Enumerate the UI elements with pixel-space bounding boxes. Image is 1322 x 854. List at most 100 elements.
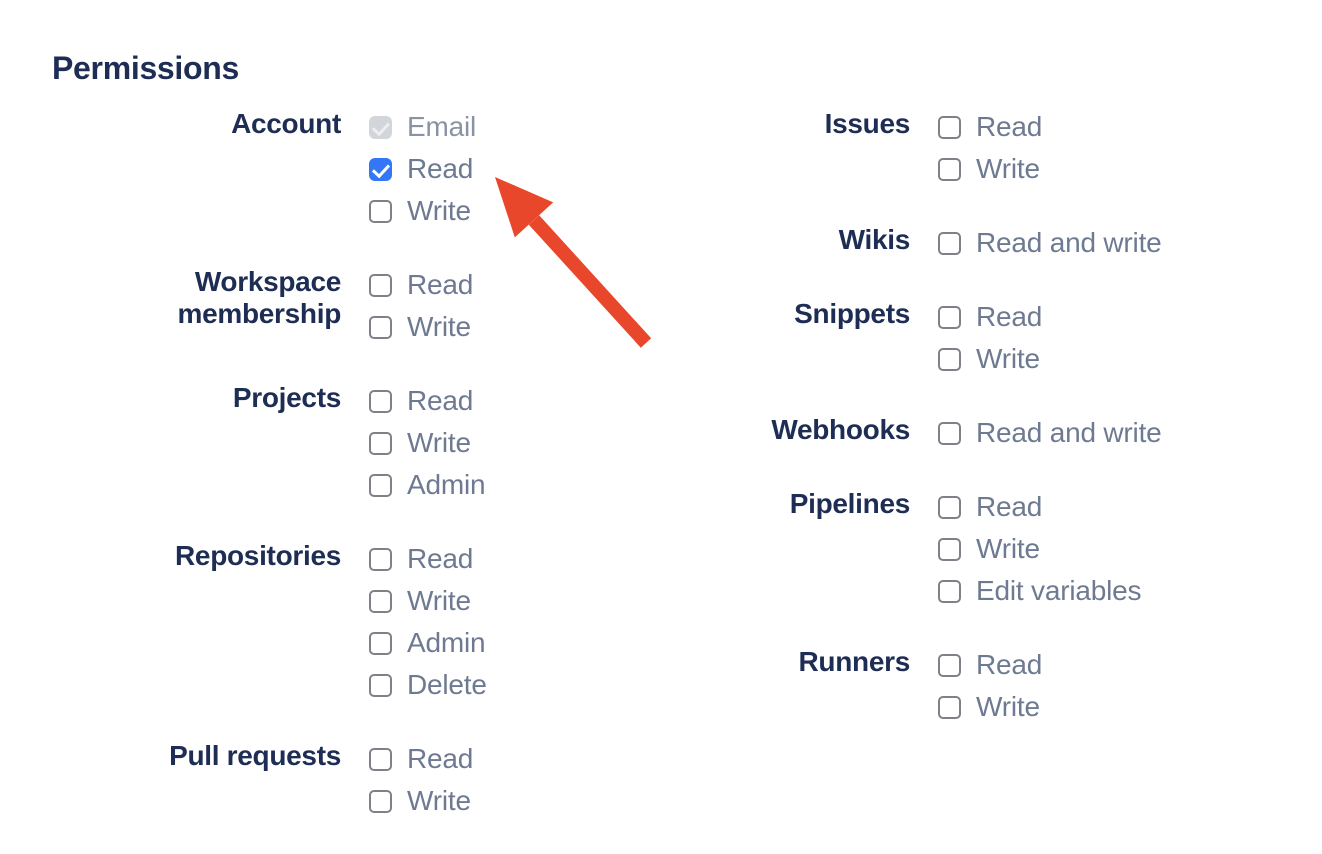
checkbox-label[interactable]: Read — [976, 301, 1043, 332]
checkbox-label[interactable]: Read — [407, 269, 474, 300]
checkbox-label[interactable]: Read — [976, 649, 1043, 680]
option-issues-read: Read — [938, 106, 1042, 148]
checkbox-issues-read[interactable] — [938, 115, 961, 139]
checkbox-label[interactable]: Read — [407, 385, 474, 416]
option-account-email: Email — [369, 106, 476, 148]
group-label-projects: Projects — [232, 382, 341, 413]
checkbox-label[interactable]: Read and write — [976, 227, 1162, 258]
permission-group-pipelines: Pipelines Read Write Edit variables — [710, 486, 1162, 612]
option-projects-read: Read — [369, 380, 485, 422]
group-label-pipelines: Pipelines — [789, 488, 911, 519]
group-label-repositories: Repositories — [175, 540, 341, 571]
option-pull-requests-read: Read — [369, 738, 473, 780]
checkbox-label[interactable]: Read — [976, 491, 1043, 522]
checkbox-label[interactable]: Write — [976, 691, 1040, 722]
checkbox-projects-admin[interactable] — [369, 473, 392, 497]
checkbox-snippets-read[interactable] — [938, 305, 961, 329]
option-pipelines-edit-variables: Edit variables — [938, 570, 1141, 612]
option-issues-write: Write — [938, 148, 1042, 190]
checkbox-workspace-read[interactable] — [369, 273, 392, 297]
permission-group-workspace-membership: Workspace membership Read Write — [52, 264, 710, 348]
checkbox-label[interactable]: Admin — [407, 627, 486, 658]
checkbox-label[interactable]: Write — [976, 153, 1040, 184]
permission-group-repositories: Repositories Read Write Admin — [52, 538, 710, 706]
checkbox-label[interactable]: Write — [407, 311, 471, 342]
permission-group-runners: Runners Read Write — [710, 644, 1162, 728]
checkbox-label[interactable]: Read — [407, 543, 474, 574]
option-projects-write: Write — [369, 422, 485, 464]
option-pull-requests-write: Write — [369, 780, 473, 822]
checkbox-account-write[interactable] — [369, 199, 392, 223]
checkbox-issues-write[interactable] — [938, 157, 961, 181]
checkbox-label: Email — [407, 111, 477, 142]
option-pipelines-read: Read — [938, 486, 1141, 528]
checkbox-pull-requests-write[interactable] — [369, 789, 392, 813]
checkbox-label[interactable]: Edit variables — [976, 575, 1142, 606]
checkbox-pipelines-read[interactable] — [938, 495, 961, 519]
checkbox-projects-write[interactable] — [369, 431, 392, 455]
checkbox-account-email — [369, 115, 392, 139]
permissions-column-right: Issues Read Write Wikis — [710, 106, 1162, 854]
permission-group-projects: Projects Read Write Admin — [52, 380, 710, 506]
permission-group-issues: Issues Read Write — [710, 106, 1162, 190]
permission-group-snippets: Snippets Read Write — [710, 296, 1162, 380]
checkbox-repositories-admin[interactable] — [369, 631, 392, 655]
option-snippets-read: Read — [938, 296, 1042, 338]
option-snippets-write: Write — [938, 338, 1042, 380]
permissions-form: Account Email Read Write — [52, 106, 1322, 854]
checkbox-pipelines-edit-variables[interactable] — [938, 579, 961, 603]
checkbox-label[interactable]: Admin — [407, 469, 486, 500]
option-workspace-read: Read — [369, 264, 473, 306]
checkbox-label[interactable]: Write — [407, 785, 471, 816]
group-label-account: Account — [231, 108, 341, 139]
permissions-column-left: Account Email Read Write — [52, 106, 710, 854]
checkbox-workspace-write[interactable] — [369, 315, 392, 339]
option-repositories-delete: Delete — [369, 664, 487, 706]
group-label-issues: Issues — [824, 108, 911, 139]
permission-group-webhooks: Webhooks Read and write — [710, 412, 1162, 454]
option-pipelines-write: Write — [938, 528, 1141, 570]
checkbox-label[interactable]: Read — [407, 153, 474, 184]
checkbox-repositories-read[interactable] — [369, 547, 392, 571]
permission-group-wikis: Wikis Read and write — [710, 222, 1162, 264]
option-runners-read: Read — [938, 644, 1042, 686]
option-wikis-read-and-write: Read and write — [938, 222, 1162, 264]
option-webhooks-read-and-write: Read and write — [938, 412, 1162, 454]
option-runners-write: Write — [938, 686, 1042, 728]
group-label-workspace-membership: Workspace membership — [177, 266, 342, 329]
option-account-write: Write — [369, 190, 476, 232]
checkbox-runners-write[interactable] — [938, 695, 961, 719]
checkbox-label[interactable]: Read — [976, 111, 1043, 142]
checkbox-repositories-delete[interactable] — [369, 673, 392, 697]
option-repositories-write: Write — [369, 580, 487, 622]
group-label-pull-requests: Pull requests — [169, 740, 341, 771]
checkbox-projects-read[interactable] — [369, 389, 392, 413]
checkbox-wikis-read-and-write[interactable] — [938, 231, 961, 255]
checkbox-pipelines-write[interactable] — [938, 537, 961, 561]
checkbox-pull-requests-read[interactable] — [369, 747, 392, 771]
checkbox-label[interactable]: Read — [407, 743, 474, 774]
checkbox-label[interactable]: Delete — [407, 669, 487, 700]
checkbox-label[interactable]: Read and write — [976, 417, 1162, 448]
checkbox-snippets-write[interactable] — [938, 347, 961, 371]
checkbox-repositories-write[interactable] — [369, 589, 392, 613]
checkbox-label[interactable]: Write — [976, 343, 1040, 374]
option-workspace-write: Write — [369, 306, 473, 348]
permission-group-account: Account Email Read Write — [52, 106, 710, 232]
option-repositories-read: Read — [369, 538, 487, 580]
checkbox-label[interactable]: Write — [407, 427, 471, 458]
option-account-read: Read — [369, 148, 476, 190]
checkbox-label[interactable]: Write — [407, 195, 471, 226]
checkbox-webhooks-read-and-write[interactable] — [938, 421, 961, 445]
group-label-wikis: Wikis — [838, 224, 911, 255]
checkbox-label[interactable]: Write — [976, 533, 1040, 564]
option-repositories-admin: Admin — [369, 622, 487, 664]
permission-group-pull-requests: Pull requests Read Write — [52, 738, 710, 822]
checkbox-label[interactable]: Write — [407, 585, 471, 616]
checkbox-runners-read[interactable] — [938, 653, 961, 677]
group-label-webhooks: Webhooks — [771, 414, 910, 445]
group-label-snippets: Snippets — [794, 298, 910, 329]
option-projects-admin: Admin — [369, 464, 486, 506]
checkbox-account-read[interactable] — [369, 157, 392, 181]
